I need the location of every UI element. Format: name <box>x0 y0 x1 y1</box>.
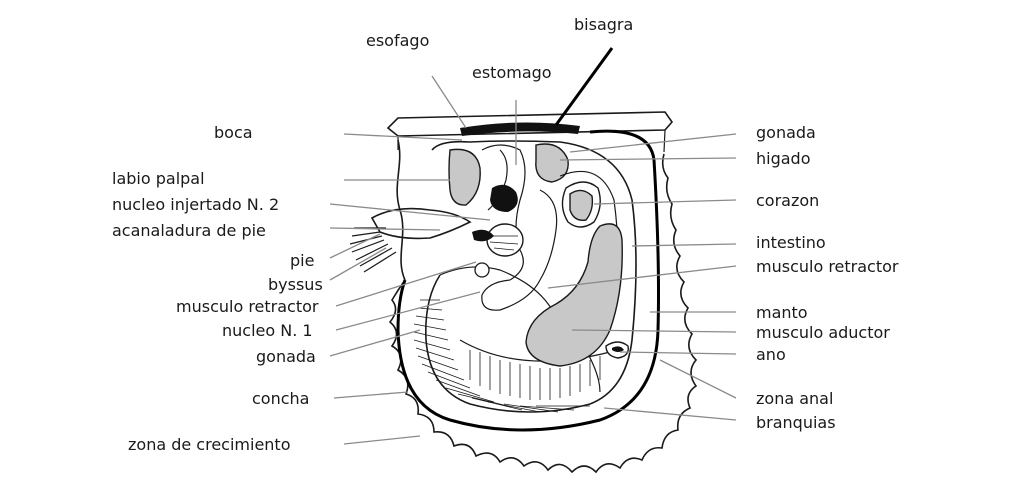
label-gonada-right: gonada <box>756 123 816 142</box>
label-musculo-retractor-left: musculo retractor <box>176 297 319 316</box>
nucleus-2 <box>490 185 518 212</box>
label-ano: ano <box>756 345 786 364</box>
label-higado: higado <box>756 149 811 168</box>
label-gonada-left: gonada <box>256 347 316 366</box>
label-manto: manto <box>756 303 808 322</box>
label-byssus: byssus <box>268 275 323 294</box>
heart-inner <box>570 190 592 220</box>
shell-wavy-edge <box>390 140 696 472</box>
nucleus-1 <box>487 224 523 256</box>
label-branquias: branquias <box>756 413 836 432</box>
label-intestino: intestino <box>756 233 826 252</box>
label-acanaladura-de-pie: acanaladura de pie <box>112 221 266 240</box>
label-zona-anal: zona anal <box>756 389 833 408</box>
label-labio-palpal: labio palpal <box>112 169 205 188</box>
label-esofago: esofago <box>366 31 429 50</box>
retractor-node <box>475 263 489 277</box>
liver-left <box>449 149 480 205</box>
gonad-upper <box>536 144 568 182</box>
label-corazon: corazon <box>756 191 819 210</box>
label-musculo-aductor: musculo aductor <box>756 323 890 342</box>
label-boca: boca <box>214 123 253 142</box>
label-concha: concha <box>252 389 309 408</box>
label-nucleo-n1: nucleo N. 1 <box>222 321 313 340</box>
label-zona-de-crecimiento: zona de crecimiento <box>128 435 291 454</box>
label-pie: pie <box>290 251 314 270</box>
label-musculo-retractor-right: musculo retractor <box>756 257 899 276</box>
label-bisagra: bisagra <box>574 15 633 34</box>
label-nucleo-injertado: nucleo injertado N. 2 <box>112 195 279 214</box>
label-estomago: estomago <box>472 63 552 82</box>
